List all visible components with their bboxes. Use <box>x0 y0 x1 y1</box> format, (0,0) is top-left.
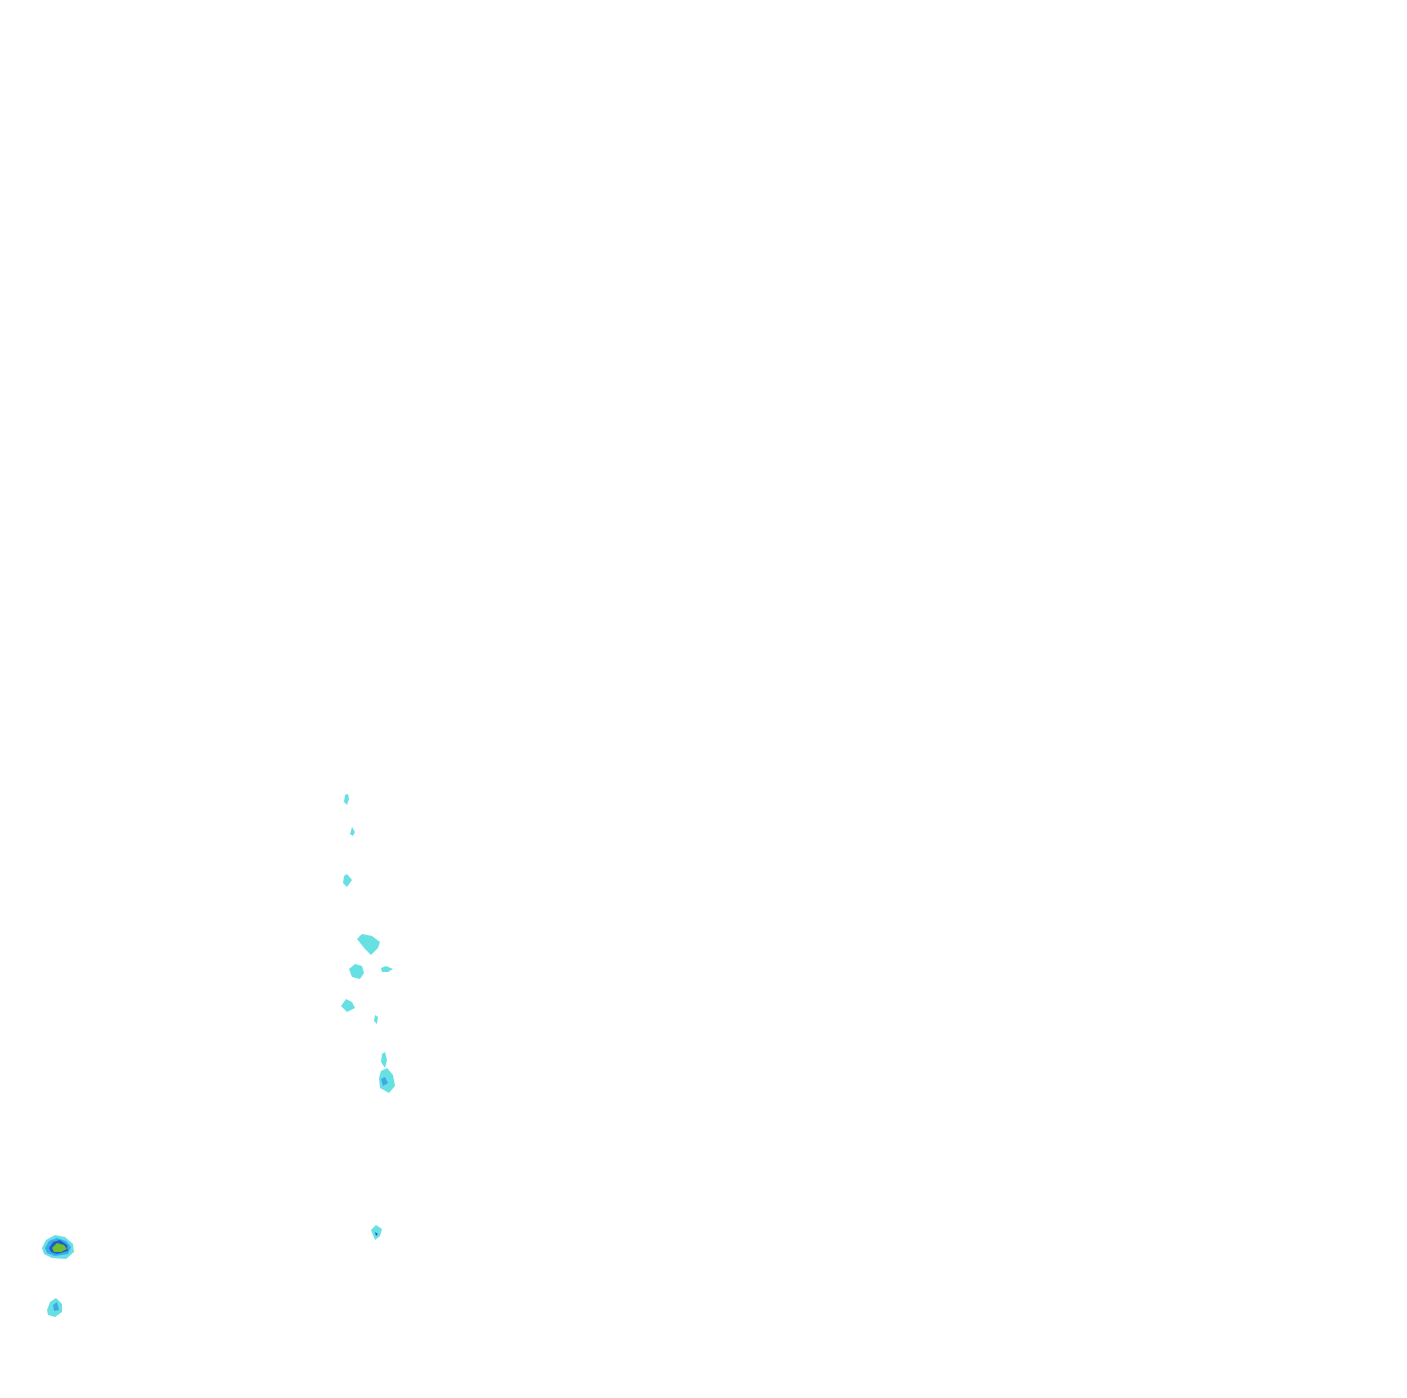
contour-patch <box>341 999 355 1012</box>
contour-patch <box>381 1077 388 1086</box>
contour-patch <box>350 827 355 836</box>
contour-cluster-central <box>341 794 395 1240</box>
contour-patch <box>374 1015 378 1024</box>
contour-patch <box>349 964 364 979</box>
contour-patch <box>381 1052 387 1068</box>
contour-patch <box>357 934 380 955</box>
contour-patch <box>53 1302 59 1311</box>
contour-patch <box>379 1068 395 1093</box>
contour-patch <box>343 874 352 887</box>
contour-patch <box>371 1225 382 1240</box>
contour-patch <box>344 794 349 805</box>
contour-patch <box>375 1232 378 1236</box>
contour-patch <box>381 966 393 972</box>
contour-patch <box>52 1243 67 1252</box>
contour-cluster-southwest <box>42 1235 74 1317</box>
